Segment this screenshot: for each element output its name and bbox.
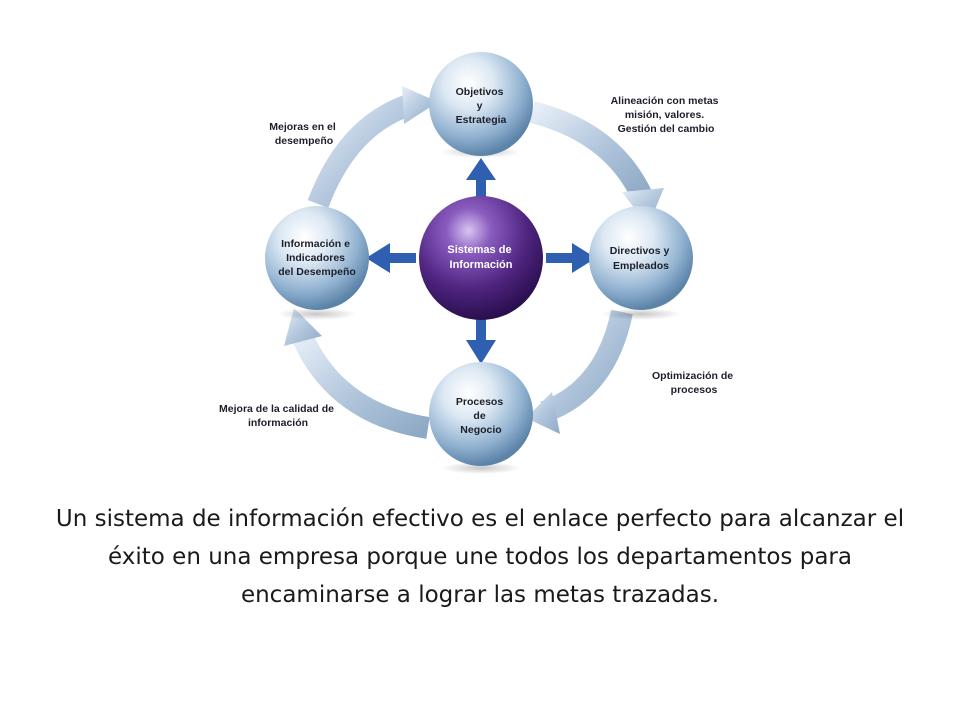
node-label-line: Directivos y — [610, 245, 670, 257]
node-label-line: Procesos — [456, 396, 503, 408]
edge-label-bottom-left: Mejora de la calidad de información — [219, 403, 337, 429]
edge-label-line: Mejoras en el — [269, 121, 336, 133]
edge-label-line: misión, valores. — [625, 109, 704, 121]
node-label-line: Objetivos — [456, 86, 504, 98]
node-label-line: Empleados — [613, 260, 669, 272]
edge-label-top-right: Alineación con metas misión, valores. Ge… — [611, 95, 722, 135]
node-label-left: Información e Indicadores del Desempeño — [278, 238, 356, 278]
edge-label-line: Mejora de la calidad de — [219, 403, 334, 415]
node-label-top: Objetivos y Estrategia — [456, 86, 507, 126]
node-label-bottom: Procesos de Negocio — [456, 396, 506, 436]
information-systems-cycle-diagram: Sistemas de Información Objetivos y Estr… — [219, 52, 736, 474]
edge-label-line: Optimización de — [652, 370, 733, 382]
center-label-line: Sistemas de — [447, 244, 511, 256]
node-label-line: del Desempeño — [278, 266, 356, 278]
inner-arrows — [366, 158, 596, 364]
node-sphere-right — [589, 206, 693, 310]
edge-label-line: desempeño — [275, 135, 333, 147]
node-label-right: Directivos y Empleados — [610, 245, 672, 272]
node-sphere-left — [265, 206, 369, 310]
edge-label-left-top: Mejoras en el desempeño — [269, 121, 338, 147]
node-label-line: Negocio — [460, 424, 501, 436]
node-sphere-bottom — [429, 362, 533, 466]
cycle-arrow-left-top — [307, 86, 438, 208]
edge-label-right-bottom: Optimización de procesos — [652, 370, 736, 396]
arrow-left — [366, 243, 416, 273]
cycle-arrow-right-bottom — [526, 309, 633, 434]
node-label-line: Información e — [281, 238, 350, 250]
edge-label-line: procesos — [671, 384, 718, 396]
node-label-line: Indicadores — [286, 252, 345, 264]
center-sphere — [419, 196, 543, 320]
center-label-line: Información — [450, 259, 513, 271]
center-label: Sistemas de Información — [447, 244, 514, 271]
node-sphere-top — [429, 52, 533, 156]
node-label-line: y — [477, 100, 483, 112]
node-label-line: de — [473, 410, 485, 422]
arrow-up — [466, 158, 496, 204]
arrow-down — [466, 318, 496, 364]
edge-label-line: Alineación con metas — [611, 95, 719, 107]
edge-label-line: Gestión del cambio — [618, 123, 715, 135]
slide-caption: Un sistema de información efectivo es el… — [55, 506, 905, 608]
arrow-right — [546, 243, 596, 273]
node-label-line: Estrategia — [456, 114, 507, 126]
edge-label-line: información — [248, 417, 308, 429]
